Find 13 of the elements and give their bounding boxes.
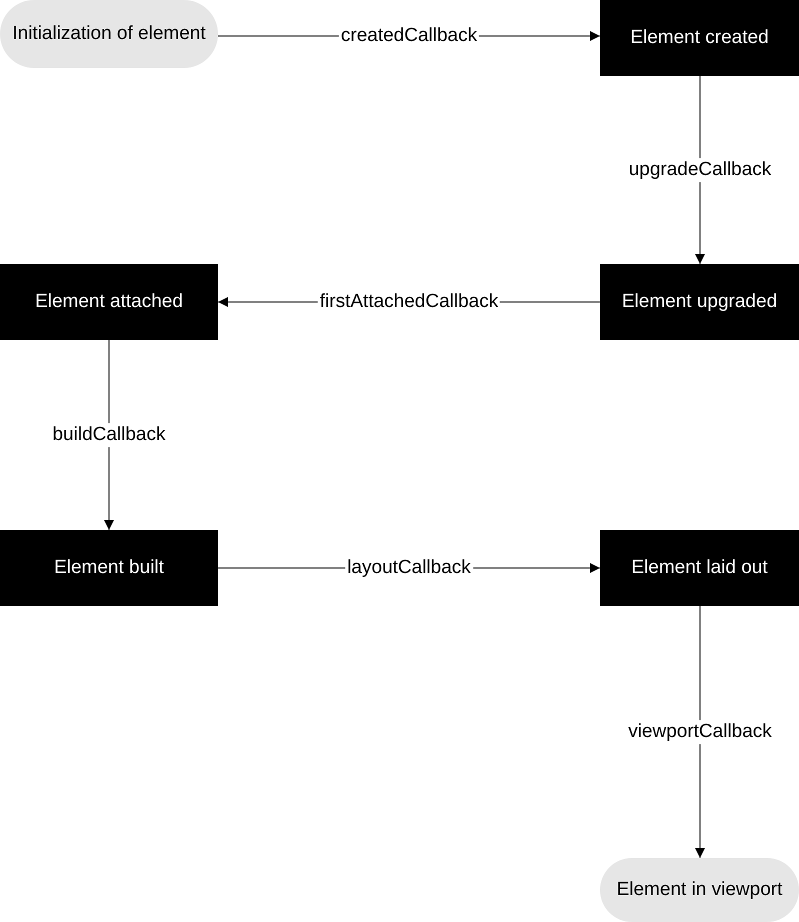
edge-label: upgradeCallback <box>626 158 774 182</box>
arrow <box>695 606 705 858</box>
state-box: Element built <box>0 530 218 606</box>
edge-label: layoutCallback <box>345 556 473 580</box>
terminal-pill: Initialization of element <box>0 0 218 68</box>
edge-label: viewportCallback <box>626 720 774 744</box>
state-box: Element attached <box>0 264 218 340</box>
state-box: Element created <box>600 0 799 76</box>
edge-label: buildCallback <box>50 423 168 447</box>
state-box: Element upgraded <box>600 264 799 340</box>
state-box: Element laid out <box>600 530 799 606</box>
terminal-pill: Element in viewport <box>600 858 799 922</box>
arrow <box>104 340 114 530</box>
